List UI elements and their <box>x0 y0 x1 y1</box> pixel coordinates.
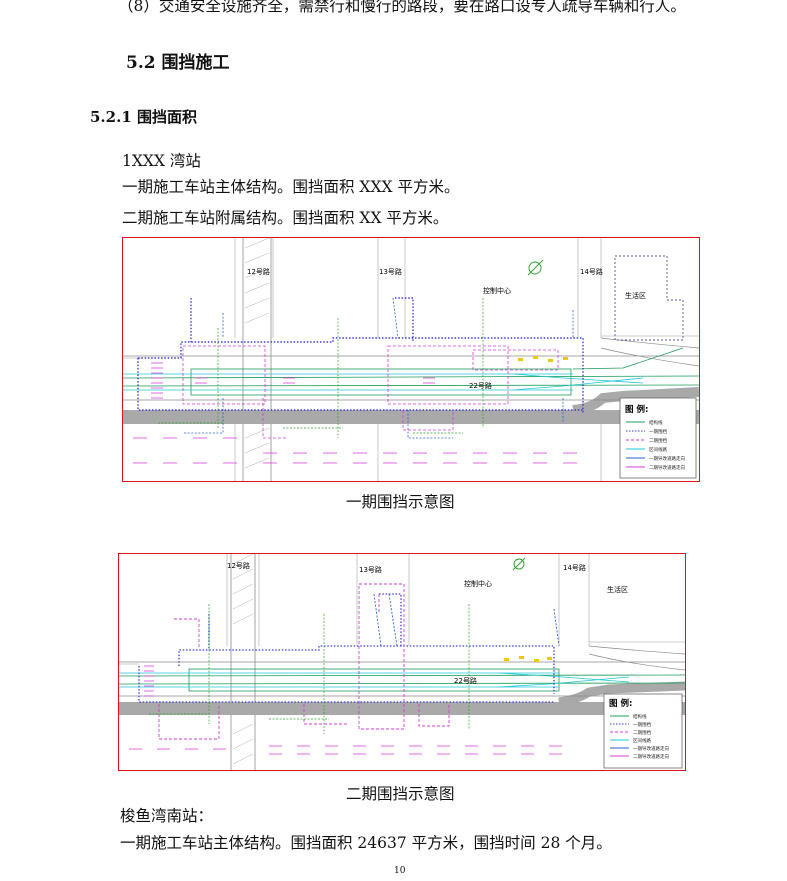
fig1-legend-item: 二期导改道路走向 <box>649 464 685 471</box>
page-number: 10 <box>394 866 406 876</box>
station1-name: 1XXX 湾站 <box>122 152 201 170</box>
figure2-caption: 二期围挡示意图 <box>346 785 455 803</box>
fig1-legend-item: 二期围挡 <box>649 437 667 444</box>
fig1-road-14-label: 14号路 <box>580 267 603 276</box>
station1-phase1-text: 一期施工车站主体结构。围挡面积 XXX 平方米。 <box>122 178 460 196</box>
fig1-road-12-label: 12号路 <box>247 267 270 276</box>
fig1-control-center-label: 控制中心 <box>483 286 511 295</box>
fig2-living-area-label: 生活区 <box>607 585 628 594</box>
phase1-fence-diagram: 图 例: 结构线 一期围挡 二期围挡 区间线路 一期导改道路走向 二期导改道路走… <box>122 237 700 482</box>
fig2-road-12-label: 12号路 <box>227 561 250 570</box>
station1-phase2-text: 二期施工车站附属结构。围挡面积 XX 平方米。 <box>122 209 449 227</box>
phase2-fence-diagram: 图 例: 结构线 一期围挡 二期围挡 区间线路 一期导改道路走向 二期导改道路走… <box>118 553 686 771</box>
station2-phase1-text: 一期施工车站主体结构。围挡面积 24637 平方米，围挡时间 28 个月。 <box>120 834 612 852</box>
fig2-legend-item: 一期导改道路走向 <box>633 745 669 752</box>
fig1-legend-item: 一期导改道路走向 <box>649 455 685 462</box>
fig2-road-13-label: 13号路 <box>359 565 382 574</box>
subsection-heading-5-2-1: 5.2.1 围挡面积 <box>90 108 197 126</box>
station2-name: 梭鱼湾南站： <box>120 807 214 825</box>
fig2-legend-item: 结构线 <box>633 713 647 720</box>
fig2-legend-item: 二期围挡 <box>633 729 651 736</box>
fig2-legend-item: 区间线路 <box>633 737 651 744</box>
fig1-living-area-label: 生活区 <box>625 291 646 300</box>
fig1-road-22-label: 22号路 <box>469 381 492 390</box>
top-paragraph-line: （8）交通安全设施齐全，需禁行和慢行的路段，要在路口设专人疏导车辆和行人。 <box>118 0 686 15</box>
fig1-legend-title: 图 例: <box>625 404 648 415</box>
figure1-caption: 一期围挡示意图 <box>346 493 455 511</box>
fig2-legend-item: 二期导改道路走向 <box>633 753 669 760</box>
fig1-legend-item: 结构线 <box>649 419 663 426</box>
fig2-road-14-label: 14号路 <box>563 563 586 572</box>
fig1-legend-item: 区间线路 <box>649 446 667 453</box>
fig1-legend-item: 一期围挡 <box>649 428 667 435</box>
fig1-road-13-label: 13号路 <box>379 267 402 276</box>
section-heading-5-2: 5.2 围挡施工 <box>126 53 230 73</box>
fig2-legend-title: 图 例: <box>609 698 632 709</box>
fig2-legend-item: 一期围挡 <box>633 721 651 728</box>
fig2-control-center-label: 控制中心 <box>464 579 492 588</box>
fig2-road-22-label: 22号路 <box>454 676 477 685</box>
